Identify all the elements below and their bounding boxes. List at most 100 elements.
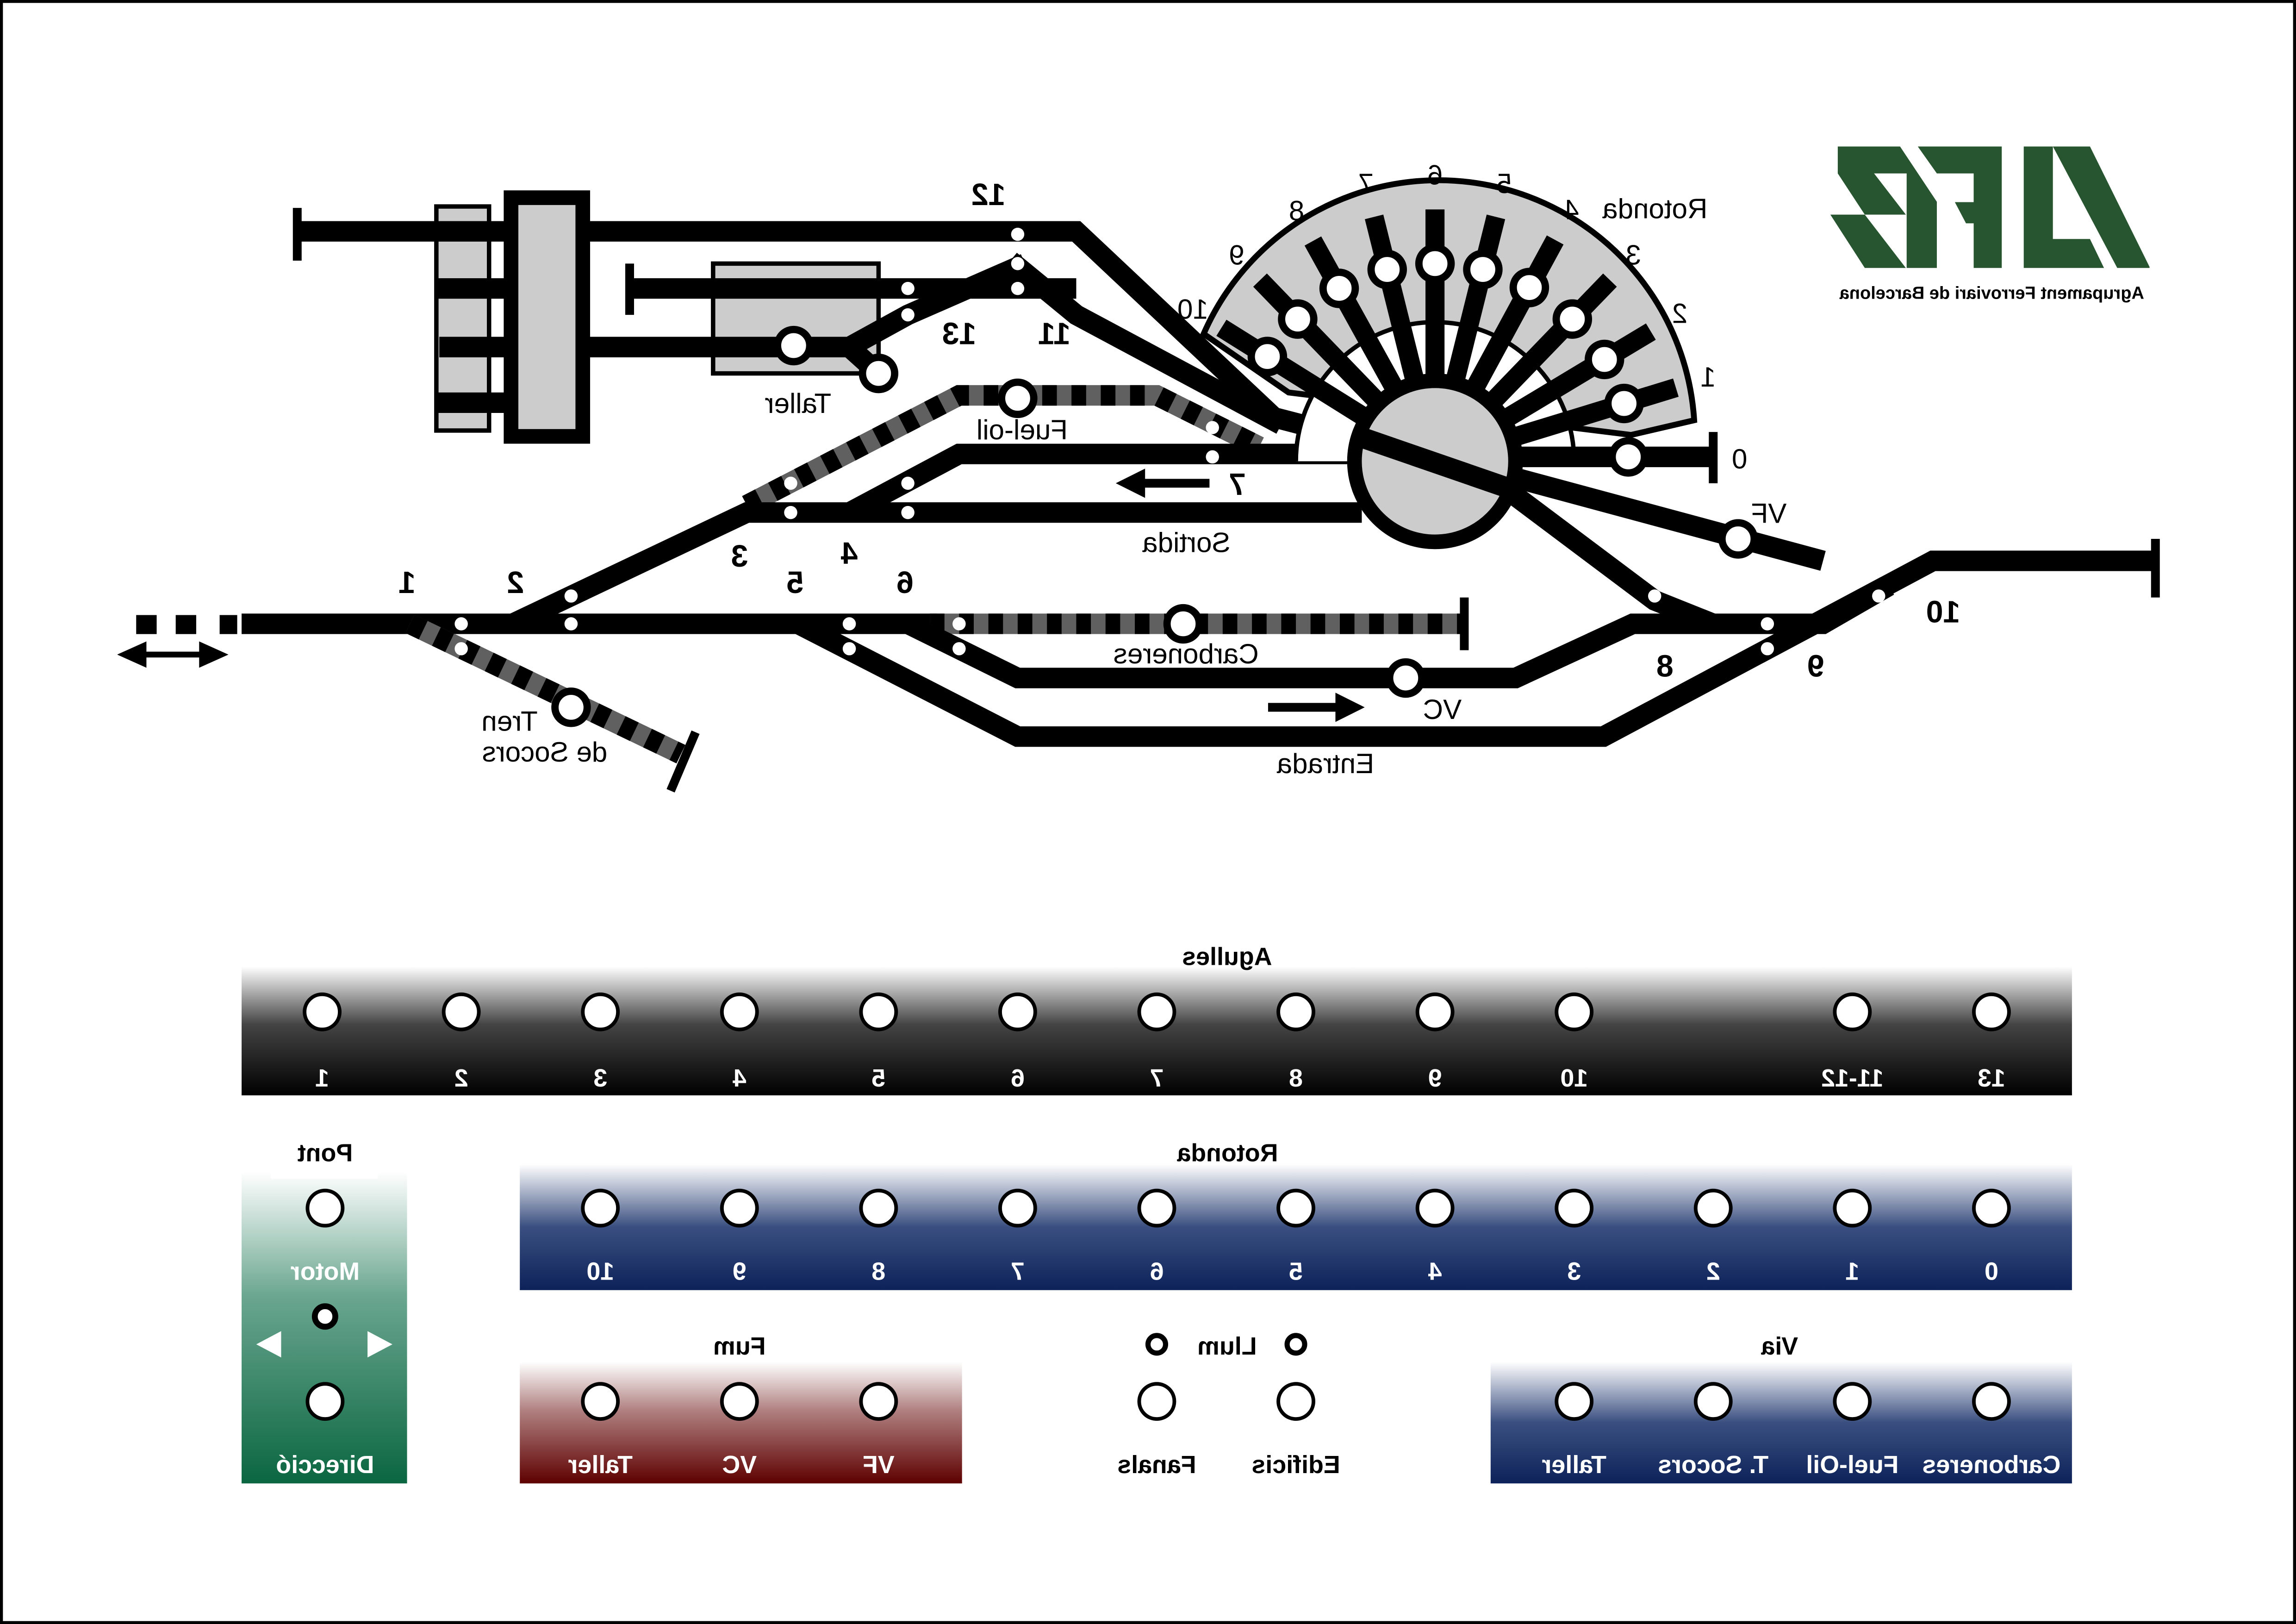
turnout-indicator (1872, 589, 1885, 603)
label-sortida: Sortida (1142, 527, 1231, 558)
agulles-button[interactable] (1833, 992, 1872, 1031)
agulles-button[interactable] (442, 992, 481, 1031)
rotonda-button-label: 5 (1289, 1258, 1303, 1286)
direction-left-icon[interactable] (256, 1331, 281, 1358)
rotonda-button[interactable] (1693, 1188, 1733, 1228)
turnout-indicator (784, 476, 797, 490)
fum-button[interactable] (581, 1382, 620, 1421)
agulles-button[interactable] (581, 992, 620, 1031)
via-button-label: Carboneres (1922, 1451, 2060, 1479)
turnout-indicator (901, 281, 915, 295)
light-bulb-icon (1145, 1333, 1169, 1356)
arrow-left-icon (1115, 468, 1210, 498)
turnout-indicator (1011, 257, 1025, 270)
roundhouse-track-label: 4 (1563, 194, 1579, 225)
fum-button[interactable] (720, 1382, 759, 1421)
turnout-label: 2 (507, 566, 524, 600)
roundhouse-track-label: 5 (1496, 168, 1512, 199)
fum-button[interactable] (859, 1382, 898, 1421)
turnout-indicator (952, 642, 966, 656)
turnout-label: 1 (398, 566, 416, 600)
agulles-button-label: 2 (454, 1064, 468, 1092)
fum-button-label: Taller (568, 1451, 633, 1479)
rotonda-button[interactable] (998, 1188, 1037, 1228)
roundhouse-track (1216, 319, 1372, 427)
rotonda-button[interactable] (1555, 1188, 1594, 1228)
agulles-button[interactable] (859, 992, 898, 1031)
roundhouse-track (1445, 214, 1506, 386)
agulles-button[interactable] (1555, 992, 1594, 1031)
agulles-button-label: 10 (1560, 1064, 1588, 1092)
agulles-button[interactable] (720, 992, 759, 1031)
pont-direccio-label: Direcció (276, 1451, 374, 1479)
turnout-label: 12 (971, 178, 1006, 212)
label-vf: VF (1751, 498, 1787, 529)
via-button[interactable] (1972, 1382, 2011, 1421)
turnout-label: 4 (841, 537, 858, 571)
via-button[interactable] (1833, 1382, 1872, 1421)
roundhouse-track-label: 6 (1427, 160, 1443, 191)
rotonda-button[interactable] (1972, 1188, 2011, 1228)
via-button[interactable] (1555, 1382, 1594, 1421)
label-tren: Tren (481, 706, 537, 737)
agulles-button-label: 8 (1289, 1064, 1303, 1092)
fum-button-label: VF (863, 1451, 895, 1479)
rotonda-button-label: 1 (1845, 1258, 1859, 1286)
rotonda-button[interactable] (1276, 1188, 1315, 1228)
pont-button[interactable] (305, 1188, 345, 1228)
turnout-indicator (901, 308, 915, 322)
turnout-label: 9 (1807, 649, 1824, 683)
agulles-button[interactable] (1276, 992, 1315, 1031)
roundhouse-track-label: 1 (1700, 362, 1716, 393)
agulles-button[interactable] (998, 992, 1037, 1031)
agulles-button-label: 13 (1978, 1064, 2005, 1092)
rotonda-button[interactable] (1833, 1188, 1872, 1228)
rotonda-button[interactable] (859, 1188, 898, 1228)
light-bulb-icon (1284, 1333, 1307, 1356)
rotonda-button[interactable] (1137, 1188, 1176, 1228)
turnout-indicator (784, 506, 797, 519)
turnout-label: 3 (731, 539, 748, 574)
roundhouse-track (1304, 236, 1405, 396)
via-button[interactable] (1693, 1382, 1733, 1421)
turnout-indicator (901, 506, 915, 519)
roundhouse-track-label: 7 (1358, 168, 1374, 199)
turnout-indicator (1206, 421, 1219, 434)
panel-title: Llum (1197, 1332, 1257, 1360)
turnout-indicator (1011, 281, 1025, 295)
rotonda-button[interactable] (1415, 1188, 1455, 1228)
track-diagram: 12 11 13 1 2 3 4 5 6 7 8 9 10 Taller Fue… (117, 160, 2160, 793)
llum-button[interactable] (1276, 1382, 1315, 1421)
fum-button-label: VC (722, 1451, 757, 1479)
direction-right-icon[interactable] (367, 1331, 392, 1358)
direccio-button[interactable] (305, 1382, 345, 1421)
label-de-socors: de Socors (482, 737, 608, 768)
rotonda-button-label: 6 (1150, 1258, 1164, 1286)
agulles-button-label: 9 (1428, 1064, 1442, 1092)
agulles-button-label: 7 (1150, 1064, 1164, 1092)
agulles-button[interactable] (303, 992, 342, 1031)
rotonda-button-label: 2 (1706, 1258, 1720, 1286)
turnout-label: 5 (787, 566, 804, 600)
rotonda-button[interactable] (581, 1188, 620, 1228)
turnout-indicator (842, 642, 856, 656)
turnout-indicator (1206, 450, 1219, 464)
agulles-button[interactable] (1137, 992, 1176, 1031)
agulles-button[interactable] (1972, 992, 2011, 1031)
turnout-indicator (842, 617, 856, 631)
agulles-button[interactable] (1415, 992, 1455, 1031)
llum-button[interactable] (1137, 1382, 1176, 1421)
turnout-indicator (454, 617, 468, 631)
label-vc: VC (1423, 694, 1462, 725)
logo-subtitle: Agrupament Ferroviari de Barcelona (1839, 283, 2144, 303)
turnout-label: 8 (1656, 649, 1674, 683)
turnout-label: 6 (896, 566, 914, 600)
rotonda-button-label: 0 (1985, 1258, 1998, 1286)
rotonda-button[interactable] (720, 1188, 759, 1228)
roundhouse-track (1499, 323, 1656, 428)
roundhouse-track (1465, 235, 1564, 395)
turnout-indicator (952, 617, 966, 631)
pont-motor-label: Motor (291, 1258, 360, 1286)
